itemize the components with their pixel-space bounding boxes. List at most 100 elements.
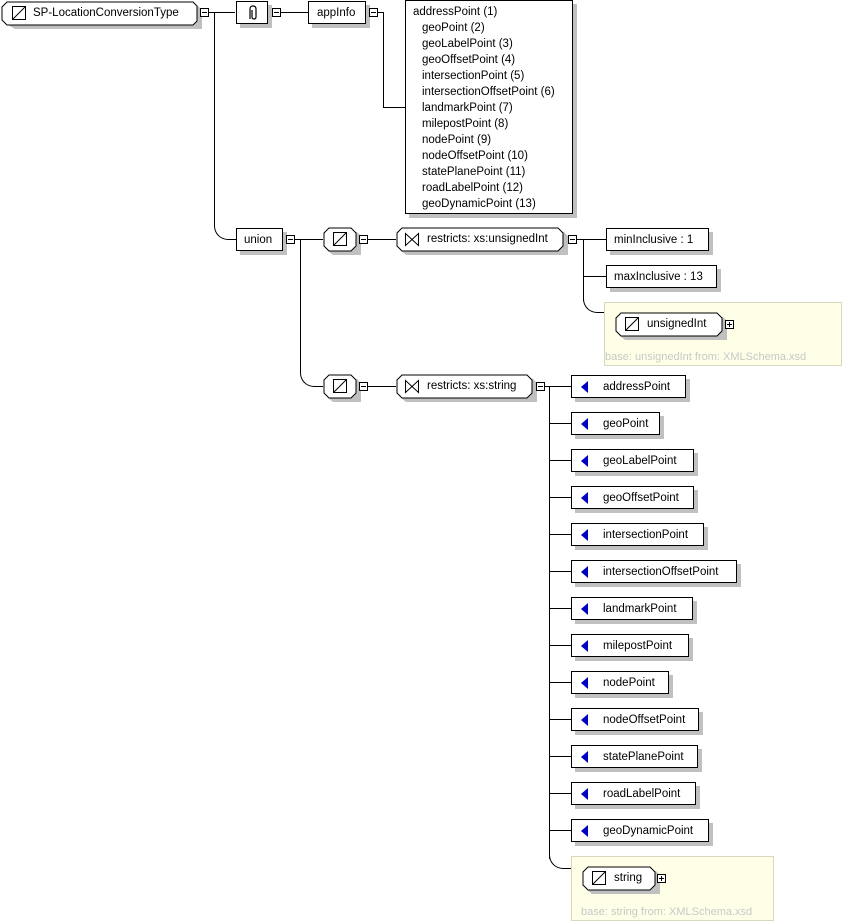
enumeration-icon — [581, 788, 588, 800]
doc-line: intersectionPoint (5) — [422, 70, 525, 82]
connector — [549, 534, 571, 535]
doc-line: geoLabelPoint (3) — [422, 38, 513, 50]
anonymous-simple-type-int[interactable] — [323, 227, 361, 255]
simple-type-collapse-toggle[interactable] — [359, 382, 368, 391]
restriction-unsignedint-node[interactable]: restricts: xs:unsignedInt — [396, 227, 568, 255]
enumeration-value: addressPoint — [603, 381, 671, 393]
connector — [214, 12, 215, 222]
anonymous-simple-type-string[interactable] — [323, 374, 361, 402]
enumeration-icon — [581, 492, 588, 504]
connector — [368, 386, 396, 387]
enumeration-value: geoLabelPoint — [603, 455, 677, 467]
root-simple-type-node[interactable]: SP-LocationConversionType — [1, 1, 202, 29]
enumeration-icon — [581, 677, 588, 689]
connector — [577, 239, 606, 240]
base-type-note: base: unsignedInt from: XMLSchema.xsd — [605, 351, 807, 363]
annotation-collapse-toggle[interactable] — [272, 8, 281, 17]
connector — [549, 830, 571, 831]
connector — [549, 497, 571, 498]
connector-curve — [549, 852, 571, 869]
enumeration-value: roadLabelPoint — [603, 788, 681, 800]
connector — [549, 386, 550, 859]
octagon-shape — [615, 312, 727, 340]
restriction-string-node[interactable]: restricts: xs:string — [396, 374, 537, 402]
connector — [549, 571, 571, 572]
facet-label: minInclusive : 1 — [614, 234, 694, 246]
enumeration-icon — [581, 714, 588, 726]
doc-line: roadLabelPoint (12) — [422, 182, 524, 194]
enumeration-item[interactable]: landmarkPoint — [571, 597, 693, 620]
doc-line: intersectionOffsetPoint (6) — [422, 86, 555, 98]
connector — [549, 719, 571, 720]
enumeration-item[interactable]: geoOffsetPoint — [571, 486, 694, 509]
enumeration-item[interactable]: geoLabelPoint — [571, 449, 694, 472]
doc-line: landmarkPoint (7) — [422, 102, 513, 114]
connector-curve — [300, 366, 323, 387]
enumeration-icon — [581, 640, 588, 652]
enumeration-item[interactable]: geoPoint — [571, 412, 660, 435]
enumeration-item[interactable]: intersectionPoint — [571, 523, 704, 546]
enumeration-item[interactable]: milepostPoint — [571, 634, 689, 657]
union-node[interactable]: union — [236, 228, 283, 251]
root-collapse-toggle[interactable] — [200, 8, 209, 17]
doc-line: nodePoint (9) — [422, 134, 492, 146]
base-type-expand-toggle[interactable] — [657, 874, 666, 883]
doc-line: geoDynamicPoint (13) — [422, 198, 536, 210]
enumeration-item[interactable]: geoDynamicPoint — [571, 819, 709, 842]
enumeration-value: milepostPoint — [603, 640, 673, 652]
enumeration-item[interactable]: statePlanePoint — [571, 745, 698, 768]
appinfo-collapse-toggle[interactable] — [369, 8, 378, 17]
enumeration-value: intersectionPoint — [603, 529, 689, 541]
appinfo-documentation: addressPoint (1) geoPoint (2) geoLabelPo… — [405, 0, 573, 214]
enumeration-item[interactable]: roadLabelPoint — [571, 782, 696, 805]
doc-line: statePlanePoint (11) — [422, 166, 526, 178]
base-type-unsignedint-node[interactable]: unsignedInt — [615, 312, 727, 340]
enumeration-value: geoDynamicPoint — [603, 825, 694, 837]
base-type-expand-toggle[interactable] — [725, 320, 734, 329]
connector — [295, 239, 323, 240]
connector-curve — [214, 220, 236, 240]
enumeration-icon — [581, 825, 588, 837]
facet-max-inclusive[interactable]: maxInclusive : 13 — [606, 265, 717, 288]
connector — [549, 793, 571, 794]
base-type-note: base: string from: XMLSchema.xsd — [581, 906, 753, 918]
base-type-name: unsignedInt — [647, 318, 707, 330]
enumeration-item[interactable]: nodeOffsetPoint — [571, 708, 699, 731]
annotation-node[interactable] — [236, 1, 268, 24]
enumeration-icon — [581, 566, 588, 578]
connector-curve — [583, 295, 604, 313]
connector — [549, 460, 571, 461]
connector — [300, 239, 301, 372]
connector — [549, 386, 571, 387]
enumeration-value: statePlanePoint — [603, 751, 684, 763]
enumeration-icon — [581, 418, 588, 430]
connector — [549, 756, 571, 757]
enumeration-value: landmarkPoint — [603, 603, 677, 615]
enumeration-icon — [581, 603, 588, 615]
facet-min-inclusive[interactable]: minInclusive : 1 — [606, 228, 709, 251]
connector — [549, 645, 571, 646]
doc-line: geoOffsetPoint (4) — [422, 54, 516, 66]
base-type-panel-int: unsignedInt base: unsignedInt from: XMLS… — [604, 302, 842, 366]
paperclip-icon — [247, 5, 259, 24]
enumeration-item[interactable]: nodePoint — [571, 671, 669, 694]
base-type-string-node[interactable]: string — [582, 866, 660, 894]
octagon-shape — [396, 374, 537, 402]
enumeration-icon — [581, 529, 588, 541]
union-collapse-toggle[interactable] — [286, 235, 295, 244]
restriction-collapse-toggle[interactable] — [568, 235, 577, 244]
enumeration-icon — [581, 751, 588, 763]
restriction-label: restricts: xs:string — [427, 380, 517, 392]
connector — [583, 239, 584, 301]
enumeration-item[interactable]: addressPoint — [571, 375, 686, 398]
doc-line: nodeOffsetPoint (10) — [422, 150, 528, 162]
enumeration-item[interactable]: intersectionOffsetPoint — [571, 560, 737, 583]
appinfo-node[interactable]: appInfo — [308, 1, 366, 24]
restriction-collapse-toggle[interactable] — [536, 382, 545, 391]
enumeration-icon — [581, 381, 588, 393]
enumeration-icon — [581, 455, 588, 467]
connector — [281, 12, 308, 13]
simple-type-collapse-toggle[interactable] — [359, 235, 368, 244]
connector — [383, 12, 384, 108]
doc-line: geoPoint (2) — [422, 22, 485, 34]
